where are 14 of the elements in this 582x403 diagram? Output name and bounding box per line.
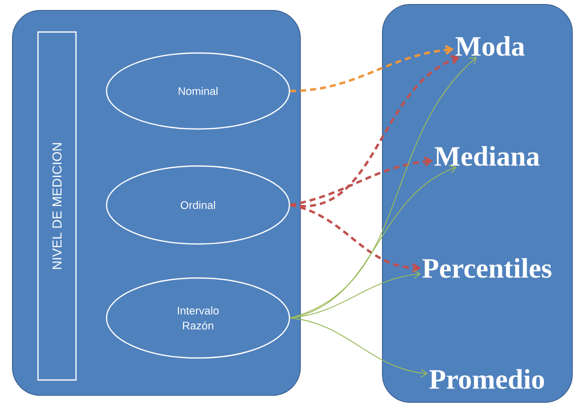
vertical-label-box: NIVEL DE MEDICION [37,31,77,381]
panel-background [12,10,301,396]
arrow [290,156,433,206]
arrow [290,270,421,318]
arrow [290,204,421,273]
arrow [290,57,477,318]
measure-label: Percentiles [422,258,552,278]
arrow [290,318,428,378]
measure-label: Moda [455,36,525,56]
arrow [290,165,457,318]
measure-label: Mediana [434,146,540,166]
measure-label: Promedio [429,369,544,389]
panel-background [382,4,573,403]
arrow [290,44,454,92]
